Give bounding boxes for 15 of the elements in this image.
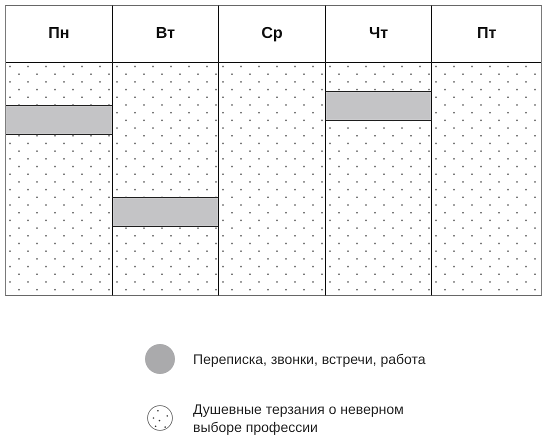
- activity-bar: [326, 91, 432, 120]
- day-column: [5, 5, 112, 296]
- day-column: [218, 5, 325, 296]
- day-label: Чт: [369, 25, 388, 43]
- day-label: Пн: [48, 25, 70, 43]
- day-label: Ср: [261, 25, 283, 43]
- day-column: [431, 5, 542, 296]
- legend-label: Переписка, звонки, встречи, работа: [193, 350, 427, 368]
- activity-bar: [112, 197, 218, 226]
- day-label: Пт: [477, 25, 496, 43]
- activity-bar: [6, 105, 112, 134]
- day-column: [324, 5, 432, 296]
- day-column: [112, 5, 218, 296]
- day-label: Вт: [156, 25, 175, 43]
- legend-label: Душевные терзания о неверном выборе профессии: [193, 400, 405, 436]
